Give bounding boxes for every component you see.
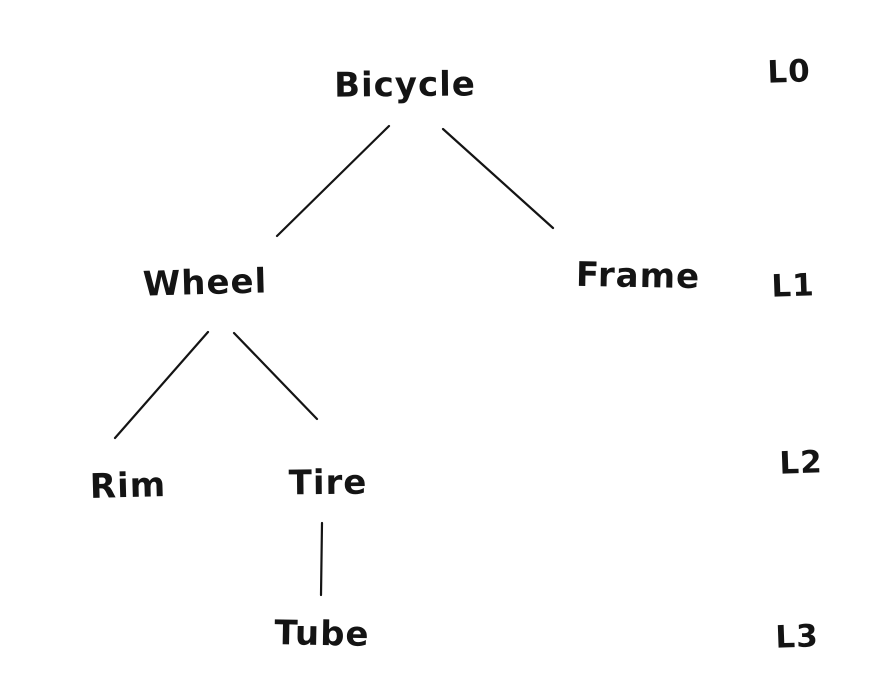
edge-bicycle-wheel — [275, 124, 391, 238]
node-tube: Tube — [274, 613, 370, 655]
node-bicycle: Bicycle — [333, 64, 477, 106]
level-label-l0: L0 — [766, 53, 812, 91]
level-label-l2: L2 — [778, 444, 824, 482]
edge-tire-tube — [319, 521, 324, 597]
node-frame: Frame — [575, 254, 701, 298]
node-wheel: Wheel — [142, 261, 268, 305]
edge-bicycle-frame — [441, 127, 555, 230]
level-label-l3: L3 — [774, 618, 820, 656]
level-label-l1: L1 — [770, 267, 816, 305]
edge-wheel-rim — [113, 330, 210, 440]
node-rim: Rim — [89, 465, 167, 507]
edge-wheel-tire — [232, 331, 319, 421]
node-tire: Tire — [288, 462, 368, 504]
